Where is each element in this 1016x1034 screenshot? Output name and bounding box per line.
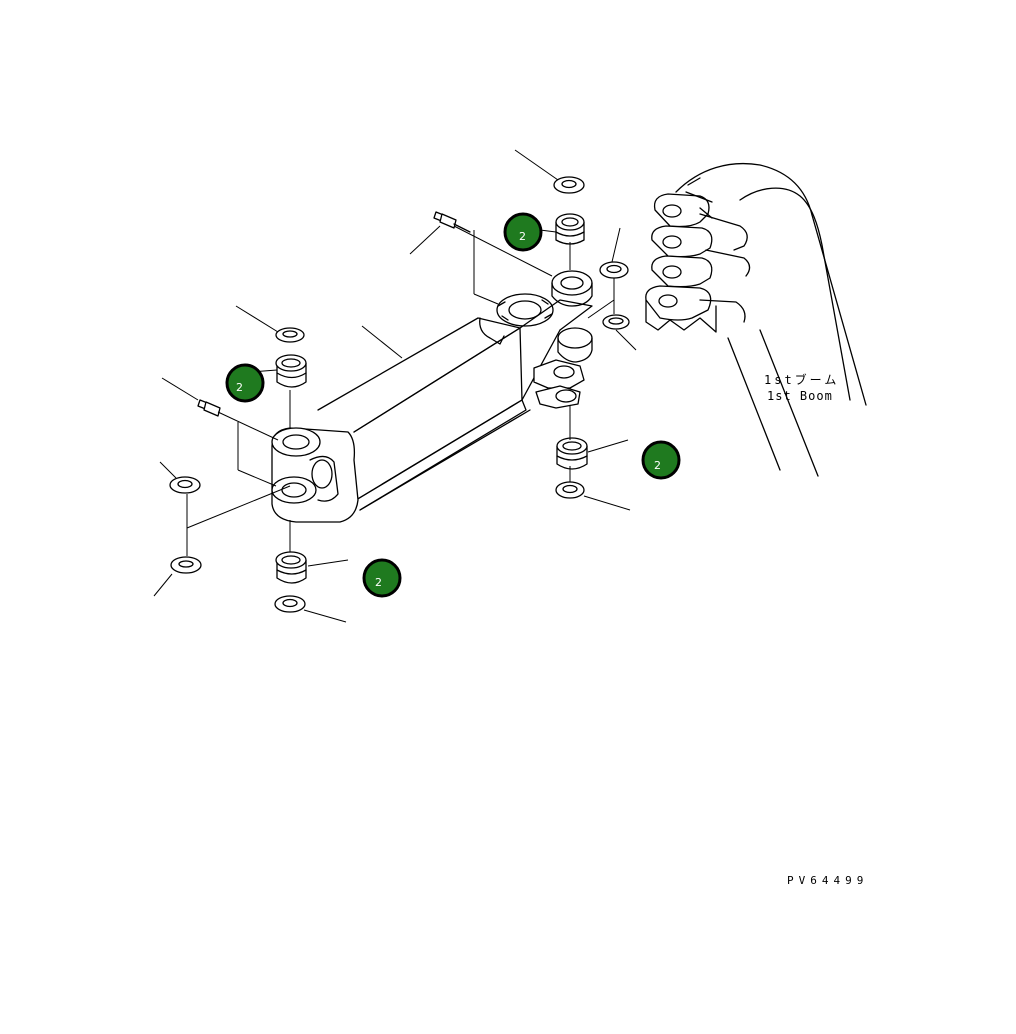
callout-2-c[interactable]: 2	[641, 440, 681, 480]
callout-number: 2	[375, 576, 382, 589]
bushing-upper-right	[555, 213, 585, 245]
arm-body	[271, 270, 593, 523]
boom-label-japanese: 1stブーム	[764, 372, 839, 387]
leader-lines	[153, 149, 637, 623]
boom-label-english: 1st Boom	[767, 389, 833, 403]
first-boom	[645, 162, 867, 477]
drawing-code: PV64499	[787, 874, 868, 887]
seal-parts	[169, 176, 630, 613]
callout-number: 2	[236, 381, 243, 394]
callout-2-b[interactable]: 2	[225, 363, 265, 403]
callout-2-d[interactable]: 2	[362, 558, 402, 598]
grease-fitting-left	[197, 399, 221, 417]
bushing-upper-left	[275, 354, 307, 388]
grease-fitting-top	[433, 211, 471, 233]
callout-number: 2	[519, 230, 526, 243]
callout-number: 2	[654, 459, 661, 472]
callout-2-a[interactable]: 2	[503, 212, 543, 252]
bushing-lower-left	[275, 551, 307, 584]
bushing-lower-right	[556, 437, 588, 470]
